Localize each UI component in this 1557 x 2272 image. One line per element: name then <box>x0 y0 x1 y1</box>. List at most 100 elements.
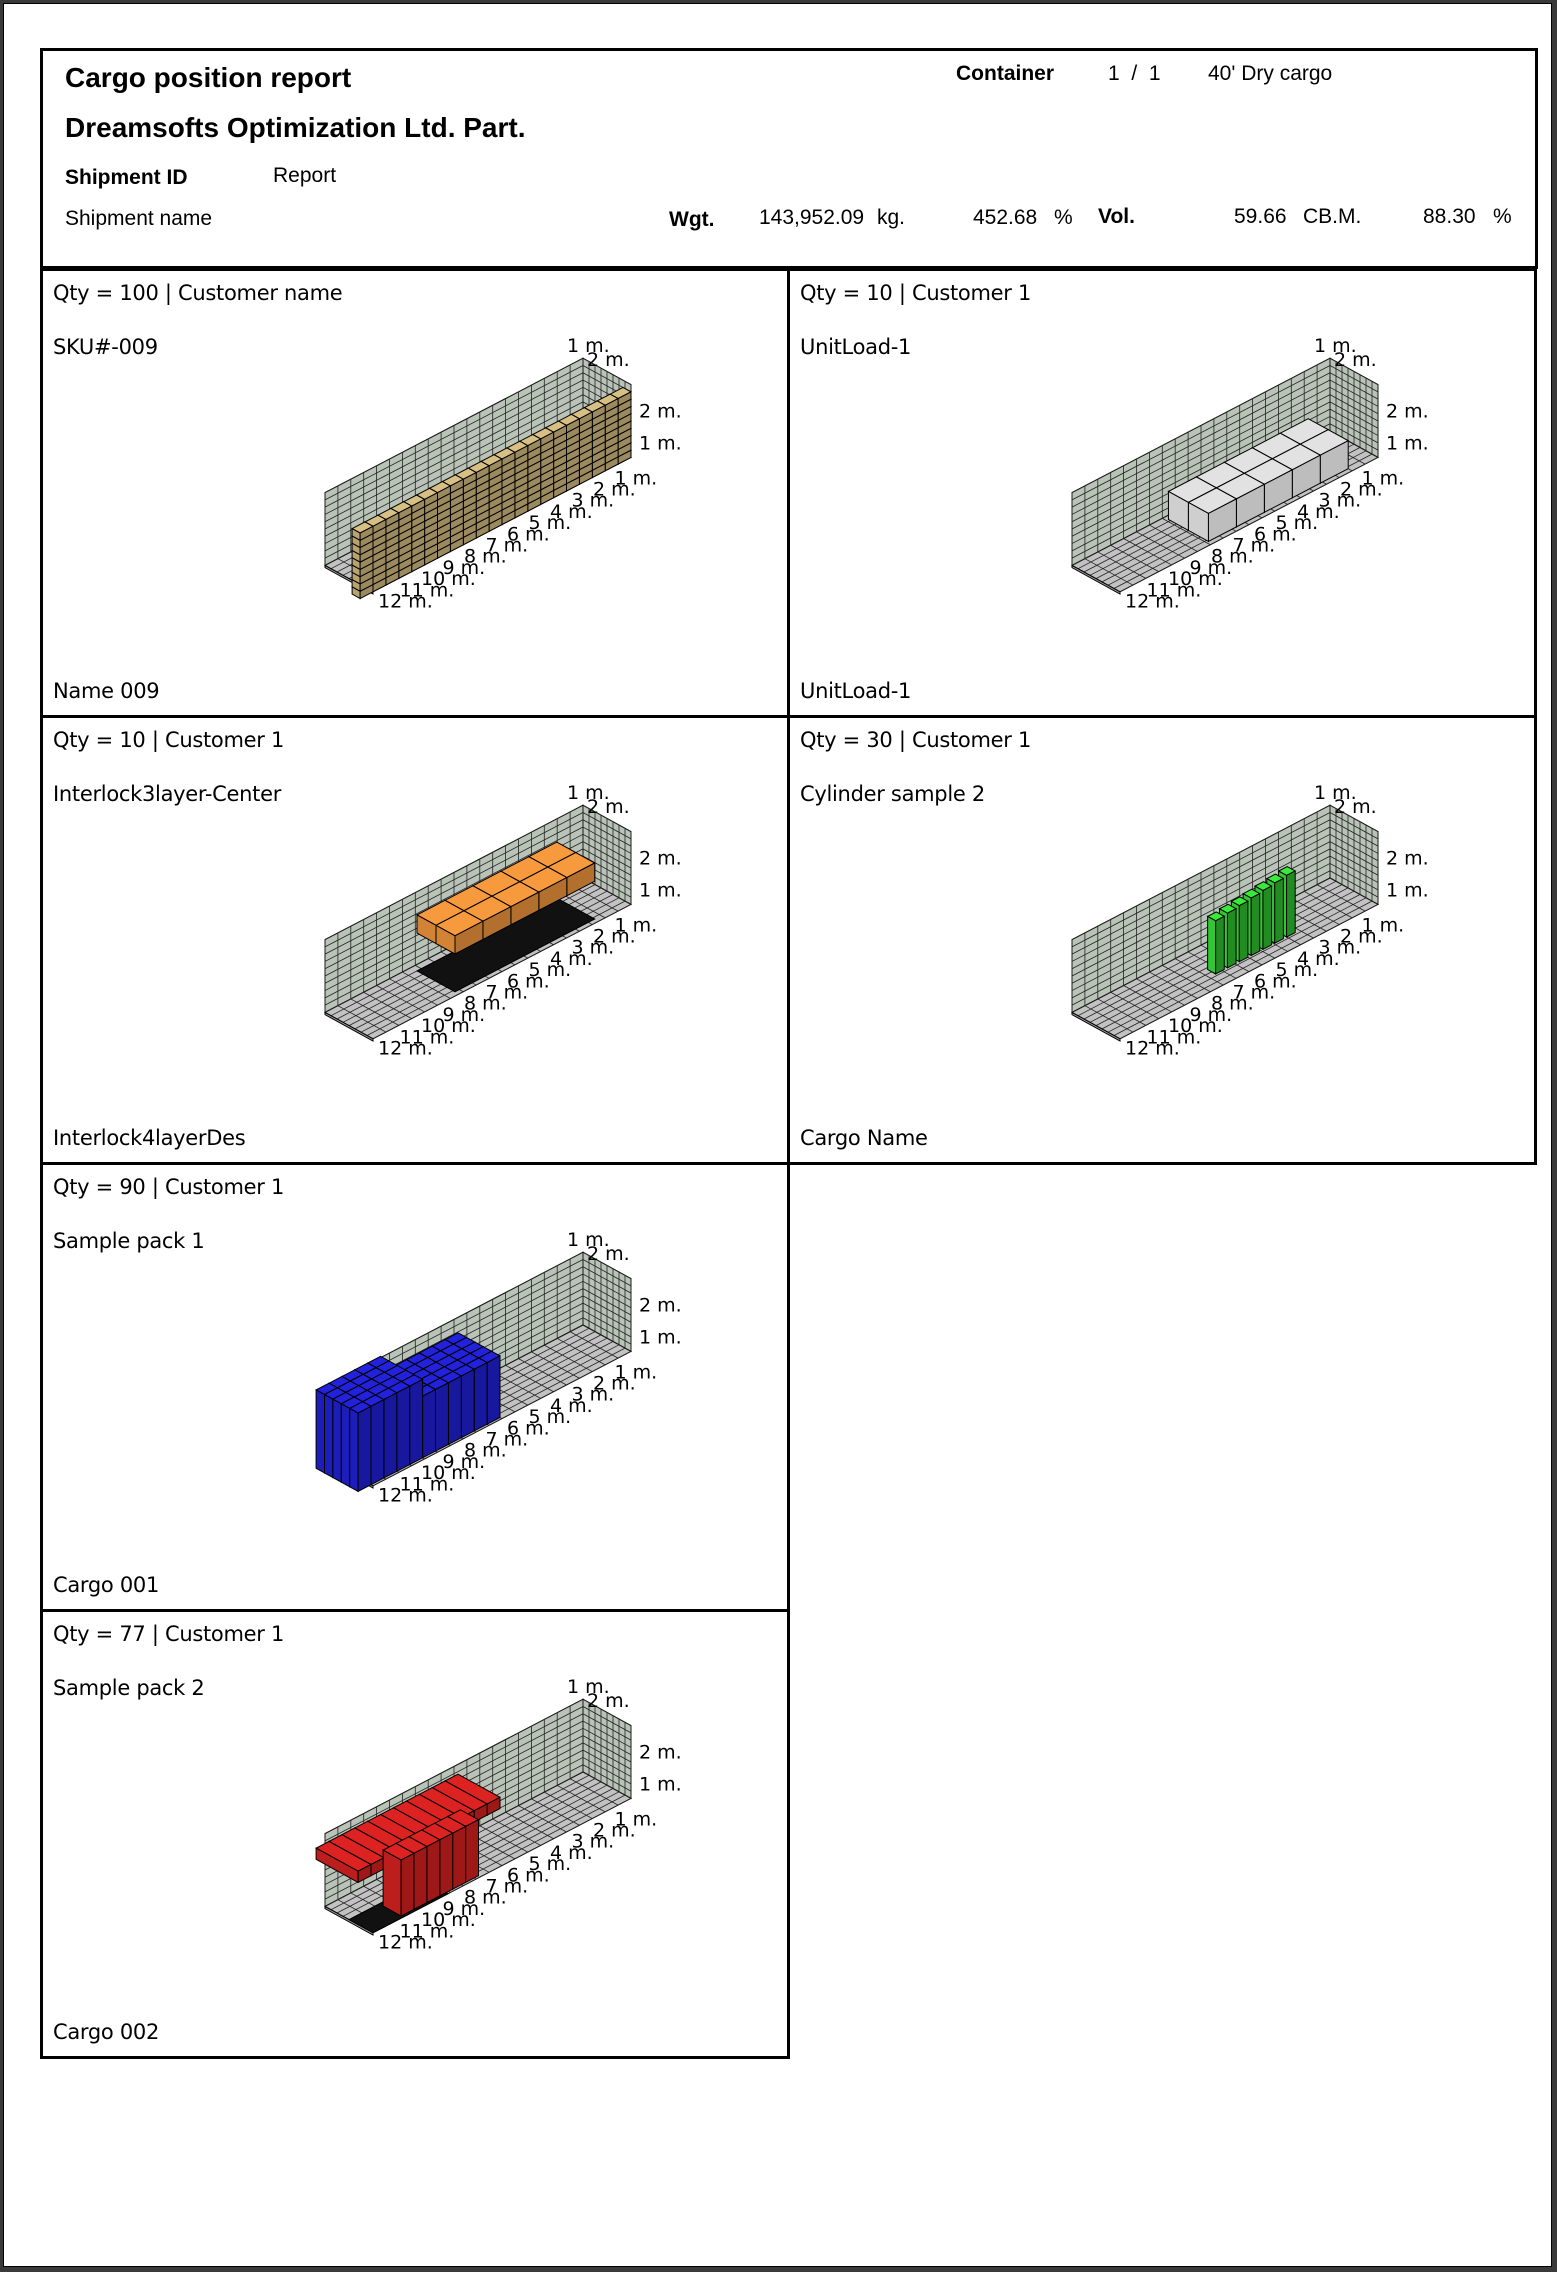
length-label-5m: 5 m. <box>1276 959 1319 981</box>
width-label-1m: 1 m. <box>1314 782 1357 804</box>
length-label-9m: 9 m. <box>1190 557 1233 579</box>
height-label-1m: 1 m. <box>1386 879 1429 901</box>
height-label-2m: 2 m. <box>639 1294 682 1316</box>
cargo-name: Cargo Name <box>800 1126 928 1150</box>
cargo-qty-customer: Qty = 30 | Customer 1 <box>800 728 1032 752</box>
cargo-panel: Qty = 30 | Customer 1 Cylinder sample 2 Ca… <box>787 715 1537 1165</box>
cargo-report: Cargo position report Dreamsofts Optimiz… <box>40 48 1538 2062</box>
volume-percent-symbol: % <box>1493 205 1512 228</box>
length-label-7m: 7 m. <box>486 1428 529 1450</box>
length-label-6m: 6 m. <box>507 1864 550 1886</box>
cargo-sku: Cylinder sample 2 <box>800 782 985 806</box>
report-title: Cargo position report <box>65 62 352 93</box>
length-label-9m: 9 m. <box>443 557 486 579</box>
length-label-10m: 10 m. <box>1168 1015 1223 1037</box>
length-label-8m: 8 m. <box>464 1887 507 1909</box>
length-label-5m: 5 m. <box>529 959 572 981</box>
width-label-1m: 1 m. <box>567 1676 610 1698</box>
length-label-3m: 3 m. <box>1319 937 1362 959</box>
length-label-1m: 1 m. <box>615 467 658 489</box>
length-label-8m: 8 m. <box>464 546 507 568</box>
length-label-4m: 4 m. <box>1297 948 1340 970</box>
cargo-qty-customer: Qty = 10 | Customer 1 <box>800 281 1032 305</box>
cargo-qty-customer: Qty = 90 | Customer 1 <box>53 1175 285 1199</box>
report-page: Cargo position report Dreamsofts Optimiz… <box>3 3 1552 2267</box>
width-label-2m: 2 m. <box>1334 349 1377 371</box>
report-header: Cargo position report Dreamsofts Optimiz… <box>40 48 1538 269</box>
length-label-3m: 3 m. <box>572 490 615 512</box>
length-label-10m: 10 m. <box>421 568 476 590</box>
length-label-7m: 7 m. <box>486 534 529 556</box>
length-label-2m: 2 m. <box>593 1819 636 1841</box>
cargo-name: Interlock4layerDes <box>53 1126 246 1150</box>
length-label-3m: 3 m. <box>1319 490 1362 512</box>
length-label-6m: 6 m. <box>507 970 550 992</box>
cargo-name: Name 009 <box>53 679 160 703</box>
container-3d-view: 2 m.1 m.1 m.2 m.1 m.2 m.3 m.4 m.5 m.6 m.… <box>315 1229 682 1506</box>
height-label-2m: 2 m. <box>1386 847 1429 869</box>
height-label-1m: 1 m. <box>639 879 682 901</box>
length-label-8m: 8 m. <box>464 993 507 1015</box>
length-label-2m: 2 m. <box>593 478 636 500</box>
cargo-sku: Sample pack 2 <box>53 1676 205 1700</box>
height-label-2m: 2 m. <box>639 847 682 869</box>
length-label-11m: 11 m. <box>400 1473 455 1495</box>
length-label-3m: 3 m. <box>572 1831 615 1853</box>
width-label-1m: 1 m. <box>567 1229 610 1251</box>
volume-unit: CB.M. <box>1303 205 1362 228</box>
height-label-1m: 1 m. <box>639 1773 682 1795</box>
weight-label: Wgt. <box>669 208 715 231</box>
length-label-8m: 8 m. <box>1211 993 1254 1015</box>
length-label-11m: 11 m. <box>400 1026 455 1048</box>
length-label-11m: 11 m. <box>1147 1026 1202 1048</box>
width-label-2m: 2 m. <box>587 1243 630 1265</box>
height-label-1m: 1 m. <box>639 1326 682 1348</box>
length-label-12m: 12 m. <box>1125 1037 1180 1059</box>
length-label-4m: 4 m. <box>550 1842 593 1864</box>
volume-label: Vol. <box>1098 205 1135 228</box>
length-label-8m: 8 m. <box>1211 546 1254 568</box>
width-label-1m: 1 m. <box>1314 335 1357 357</box>
cargo-qty-customer: Qty = 10 | Customer 1 <box>53 728 285 752</box>
container-3d-view: 2 m.1 m.1 m.2 m.1 m.2 m.3 m.4 m.5 m.6 m.… <box>1070 335 1429 612</box>
length-label-1m: 1 m. <box>1362 467 1405 489</box>
cargo-sku: Interlock3layer-Center <box>53 782 282 806</box>
weight-percent-symbol: % <box>1054 206 1073 229</box>
length-label-3m: 3 m. <box>572 1384 615 1406</box>
length-label-6m: 6 m. <box>1254 523 1297 545</box>
container-type: 40' Dry cargo <box>1208 62 1333 85</box>
length-label-12m: 12 m. <box>378 1037 433 1059</box>
length-label-12m: 12 m. <box>378 1931 433 1953</box>
length-label-10m: 10 m. <box>421 1909 476 1931</box>
container-label: Container <box>956 62 1055 85</box>
length-label-5m: 5 m. <box>1276 512 1319 534</box>
cargo-qty-customer: Qty = 100 | Customer name <box>53 281 343 305</box>
company-name: Dreamsofts Optimization Ltd. Part. <box>65 112 526 143</box>
length-label-12m: 12 m. <box>1125 590 1180 612</box>
length-label-2m: 2 m. <box>593 1372 636 1394</box>
length-label-11m: 11 m. <box>400 1920 455 1942</box>
length-label-2m: 2 m. <box>1340 925 1383 947</box>
length-label-12m: 12 m. <box>378 1484 433 1506</box>
width-label-2m: 2 m. <box>587 349 630 371</box>
container-3d-view: 2 m.1 m.1 m.2 m.1 m.2 m.3 m.4 m.5 m.6 m.… <box>315 1676 682 1953</box>
length-label-5m: 5 m. <box>529 1406 572 1428</box>
length-label-9m: 9 m. <box>1190 1004 1233 1026</box>
length-label-2m: 2 m. <box>1340 478 1383 500</box>
weight-unit: kg. <box>877 206 906 229</box>
shipment-id-label: Shipment ID <box>65 166 188 189</box>
length-label-9m: 9 m. <box>443 1898 486 1920</box>
length-label-6m: 6 m. <box>507 523 550 545</box>
length-label-10m: 10 m. <box>421 1462 476 1484</box>
weight-percent: 452.68 <box>973 206 1038 229</box>
length-label-6m: 6 m. <box>1254 970 1297 992</box>
width-label-1m: 1 m. <box>567 782 610 804</box>
length-label-1m: 1 m. <box>1362 914 1405 936</box>
cargo-sku: Sample pack 1 <box>53 1229 205 1253</box>
width-label-2m: 2 m. <box>587 796 630 818</box>
length-label-5m: 5 m. <box>529 1853 572 1875</box>
width-label-2m: 2 m. <box>1334 796 1377 818</box>
cargo-name: Cargo 002 <box>53 2020 160 2044</box>
